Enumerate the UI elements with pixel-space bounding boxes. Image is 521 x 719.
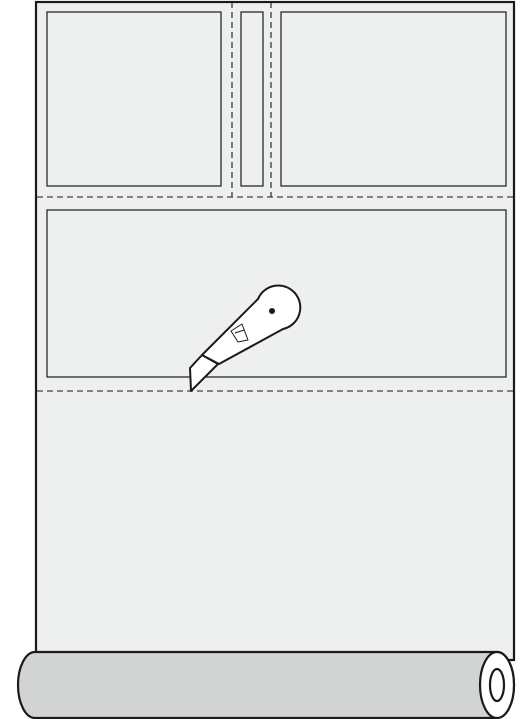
roll-core [490, 669, 504, 701]
film-roll-icon [18, 652, 514, 718]
knife-pivot [269, 308, 275, 314]
roll-body [18, 652, 514, 718]
